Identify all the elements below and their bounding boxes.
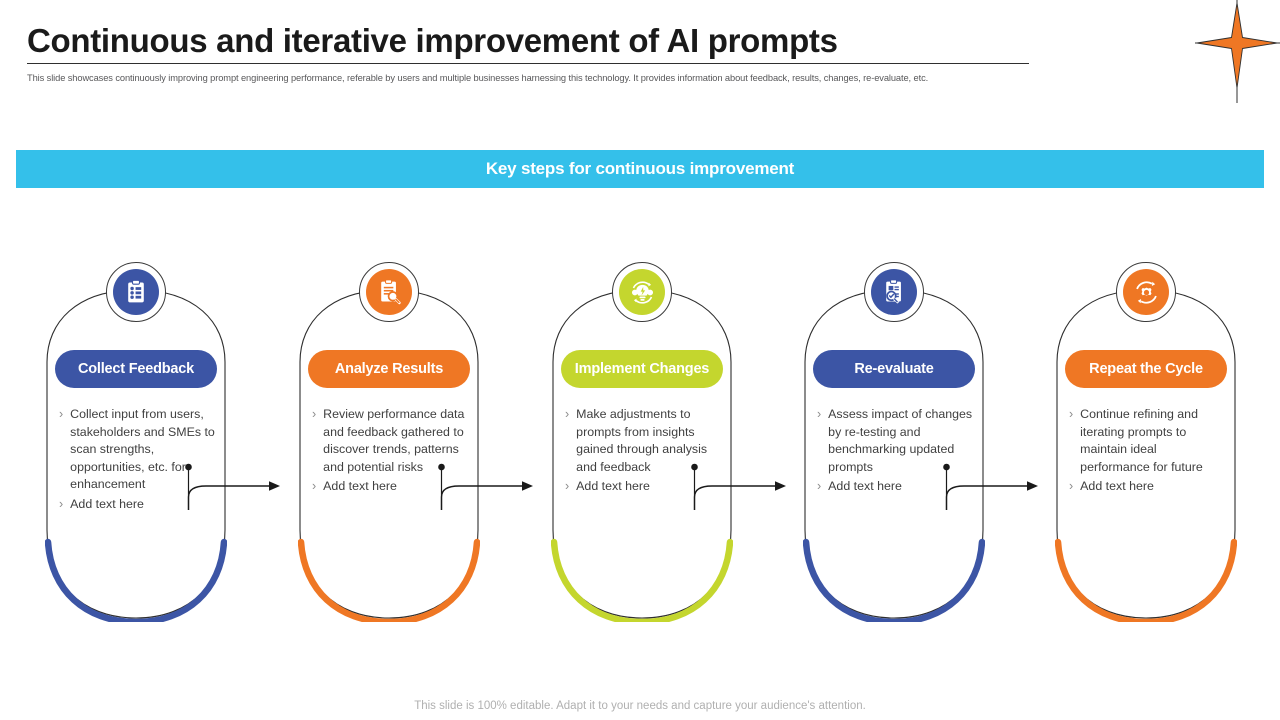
step-card: Implement Changes › Make adjustments to …	[551, 262, 733, 622]
document-magnifier-icon	[366, 269, 412, 315]
step-bullet-list: › Make adjustments to prompts from insig…	[565, 406, 723, 498]
document-review-magnifier-icon	[871, 269, 917, 315]
step-connector	[690, 455, 810, 510]
page-title: Continuous and iterative improvement of …	[27, 22, 838, 59]
bullet-text: Add text here	[576, 479, 650, 494]
step-label-text: Repeat the Cycle	[1089, 361, 1203, 377]
step-label-text: Analyze Results	[334, 361, 444, 377]
step-label-text: Implement Changes	[574, 361, 710, 377]
four-point-star-icon	[1195, 0, 1280, 103]
step-label-pill[interactable]: Collect Feedback	[55, 350, 217, 388]
step-label-pill[interactable]: Implement Changes	[561, 350, 723, 388]
bullet-chevron-icon: ›	[565, 407, 570, 421]
step-label-text: Collect Feedback	[77, 361, 195, 377]
step-bullet: › Add text here	[312, 478, 470, 496]
step-bullet-list: › Continue refining and iterating prompt…	[1069, 406, 1227, 498]
curved-arrow-right-icon	[943, 463, 1038, 510]
bullet-chevron-icon: ›	[817, 407, 822, 421]
step-card: Re-evaluate › Assess impact of changes b…	[803, 262, 985, 622]
gear-cycle-icon	[1123, 269, 1169, 315]
step-label-pill[interactable]: Repeat the Cycle	[1065, 350, 1227, 388]
step-card: Analyze Results › Review performance dat…	[298, 262, 480, 622]
curved-arrow-right-icon	[185, 463, 280, 510]
step-icon-badge[interactable]	[1116, 262, 1176, 322]
bullet-text: Add text here	[1080, 479, 1154, 494]
curved-arrow-right-icon	[438, 463, 533, 510]
step-label-pill[interactable]: Analyze Results	[308, 350, 470, 388]
clipboard-checklist-icon	[113, 269, 159, 315]
footer-note: This slide is 100% editable. Adapt it to…	[414, 700, 866, 712]
step-connector	[184, 455, 304, 510]
step-icon-badge[interactable]	[612, 262, 672, 322]
title-divider	[27, 63, 1029, 64]
step-label-pill[interactable]: Re-evaluate	[813, 350, 975, 388]
bullet-text: Continue refining and iterating prompts …	[1080, 407, 1203, 474]
step-bullet: › Make adjustments to prompts from insig…	[565, 406, 723, 476]
step-bullet-list: › Review performance data and feedback g…	[312, 406, 470, 498]
step-connector	[437, 455, 557, 510]
step-card: Collect Feedback › Collect input from us…	[45, 262, 227, 622]
bullet-chevron-icon: ›	[1069, 407, 1074, 421]
step-icon-badge[interactable]	[864, 262, 924, 322]
curved-arrow-right-icon	[691, 463, 786, 510]
bullet-text: Add text here	[70, 496, 144, 511]
step-bullet-list: › Collect input from users, stakeholders…	[59, 406, 217, 516]
bullet-chevron-icon: ›	[312, 479, 317, 494]
step-bullet: › Add text here	[817, 478, 975, 496]
bullet-text: Add text here	[828, 479, 902, 494]
bullet-text: Make adjustments to prompts from insight…	[576, 407, 708, 474]
step-bullet: › Add text here	[59, 496, 217, 514]
banner-title: Key steps for continuous improvement	[485, 159, 795, 178]
step-bullet: › Add text here	[565, 478, 723, 496]
bullet-chevron-icon: ›	[312, 407, 317, 421]
step-connector	[942, 455, 1062, 510]
section-banner: Key steps for continuous improvement	[16, 150, 1264, 188]
step-bullet: › Add text here	[1069, 478, 1227, 496]
step-icon-badge[interactable]	[359, 262, 419, 322]
bullet-text: Assess impact of changes by re-testing a…	[828, 407, 973, 474]
step-bullet: › Collect input from users, stakeholders…	[59, 406, 217, 494]
step-bullet: › Assess impact of changes by re-testing…	[817, 406, 975, 476]
step-label-text: Re-evaluate	[854, 361, 934, 377]
bullet-chevron-icon: ›	[1069, 479, 1074, 494]
step-card: Repeat the Cycle › Continue refining and…	[1055, 262, 1237, 622]
bullet-text: Review performance data and feedback gat…	[323, 407, 465, 474]
bullet-text: Collect input from users, stakeholders a…	[70, 407, 215, 492]
bullet-chevron-icon: ›	[59, 407, 64, 421]
step-bullet: › Continue refining and iterating prompt…	[1069, 406, 1227, 476]
step-icon-badge[interactable]	[106, 262, 166, 322]
lightbulb-gear-refresh-icon	[619, 269, 665, 315]
step-bullet: › Review performance data and feedback g…	[312, 406, 470, 476]
bullet-chevron-icon: ›	[565, 479, 570, 494]
bullet-chevron-icon: ›	[59, 496, 64, 511]
bullet-text: Add text here	[323, 479, 397, 494]
step-bullet-list: › Assess impact of changes by re-testing…	[817, 406, 975, 498]
bullet-chevron-icon: ›	[817, 479, 822, 494]
page-subtitle: This slide showcases continuously improv…	[27, 73, 929, 83]
